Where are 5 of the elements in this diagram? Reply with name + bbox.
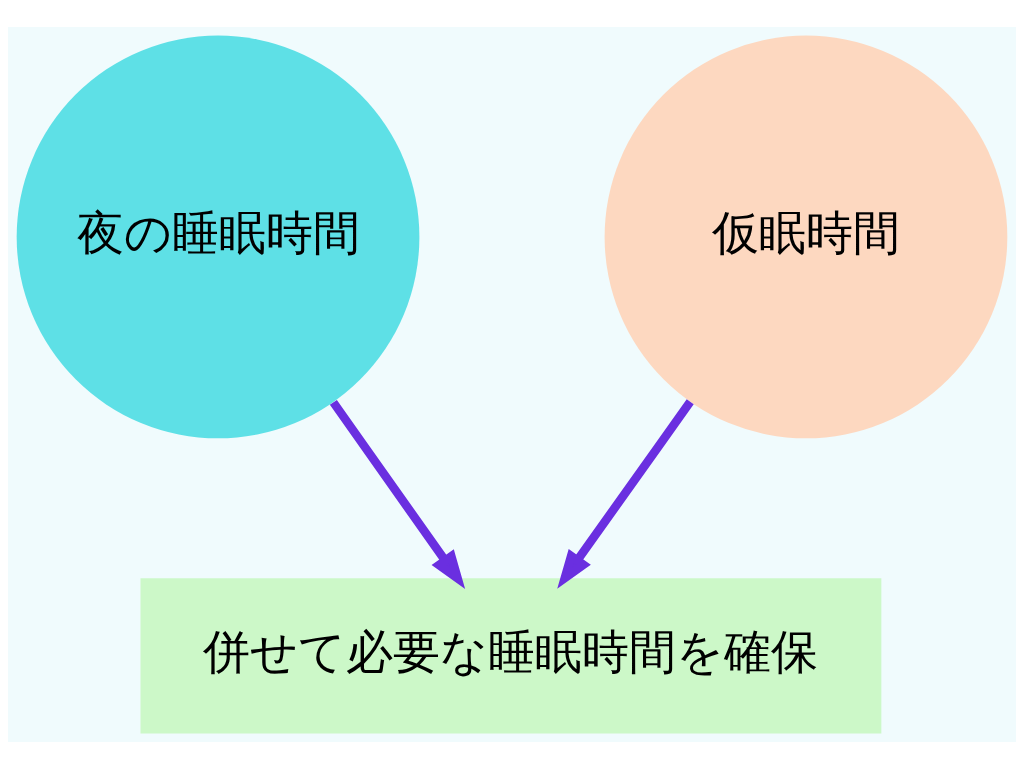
node-circle: 仮眠時間 [604,35,1008,438]
node-circle: 夜の睡眠時間 [16,35,420,438]
arrow [329,399,466,589]
arrow [557,398,694,589]
node-box: 併せて必要な睡眠時間を確保 [140,577,882,733]
